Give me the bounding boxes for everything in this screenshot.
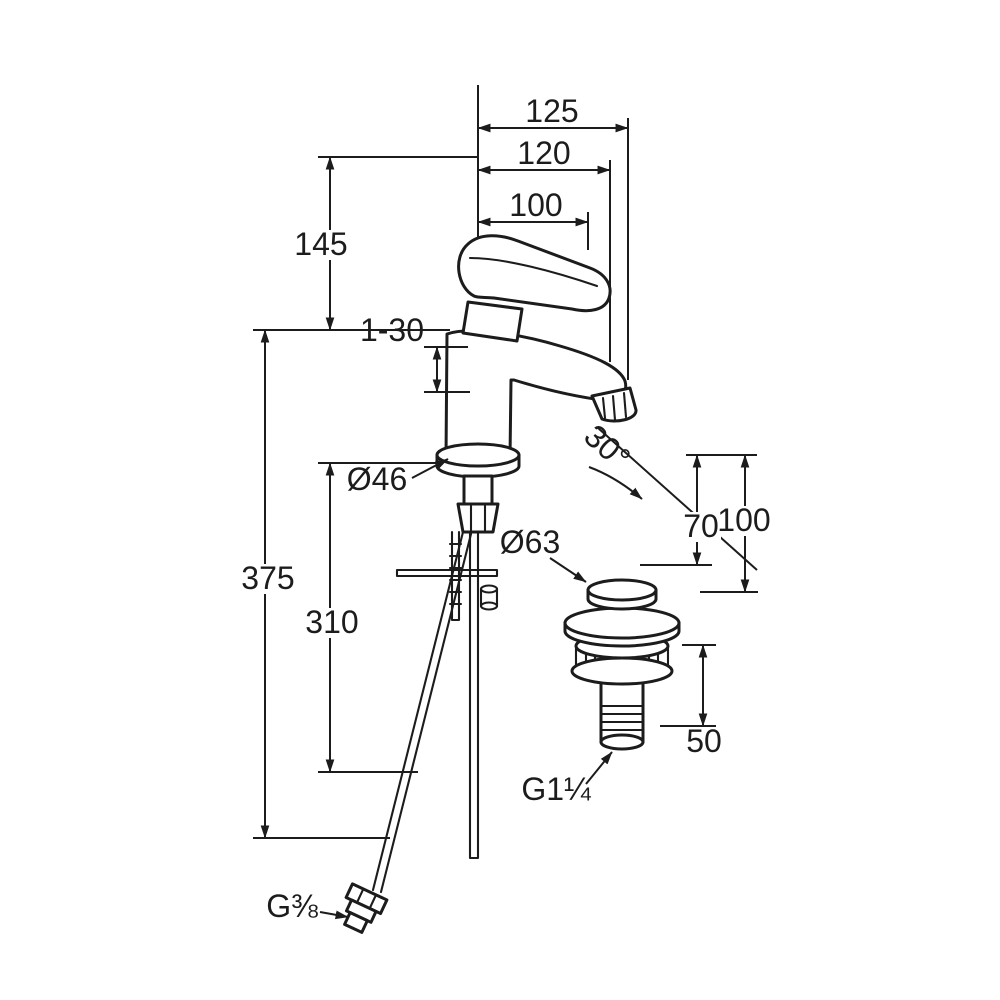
waste-thread-rings [599,704,645,732]
leader-lines [319,458,643,920]
dim-label-120: 120 [517,135,570,171]
dim-label-100-top: 100 [509,187,562,223]
dimension-labels: 125 120 100 145 1-30 Ø46 30° 70 100 375 … [241,93,770,924]
aerator-hatch [601,391,628,422]
escutcheon-top [435,442,521,468]
label-dia-63: Ø63 [500,524,560,560]
waste-lower-flange [570,656,674,686]
shank [462,474,494,508]
hose-fitting-facets [355,887,378,910]
dim-label-100-right: 100 [717,502,770,538]
dim-label-310: 310 [305,604,358,640]
faucet-neck [461,300,524,343]
label-dia-46: Ø46 [347,461,407,497]
label-bg-100r [715,506,773,536]
mounting-nut [456,502,500,534]
bracket-screw-sides [479,587,499,608]
bracket-screw-fill [481,589,497,606]
spout-angle-line [597,427,758,571]
waste-tailpipe-end [599,733,645,751]
dim-label-375: 375 [241,560,294,596]
mounting-bracket [395,568,499,578]
label-angle-30: 30° [577,417,637,476]
label-bg-70 [681,512,721,542]
faucet-handle [457,234,612,313]
label-thread-g114: G1¼ [521,771,592,807]
dim-label-125: 125 [525,93,578,129]
leader-g38 [319,910,349,920]
waste-cap-top [586,578,658,602]
popup-waste-drawing [563,578,681,751]
leader-g114 [585,751,613,785]
supply-hose-vertical [468,530,480,860]
dim-label-1-30: 1-30 [360,312,424,348]
mounting-nut-facets [469,504,487,533]
label-bg-375 [239,564,297,594]
label-bg-310 [303,608,361,638]
leader-angle30 [588,466,643,500]
label-bg-145 [292,230,350,260]
handle-seam-line [468,256,599,288]
supply-hose-diagonal [371,530,473,894]
hose-fitting [343,882,389,934]
bracket-screw-top [479,584,499,594]
label-backgrounds [239,230,773,638]
dim-label-50: 50 [686,723,722,759]
dim-label-145: 145 [294,226,347,262]
leader-dia63 [549,557,587,583]
bracket-screw-bottom [479,601,499,611]
leader-dia46 [411,458,449,479]
label-thread-g38: G⅜ [266,888,318,924]
faucet-drawing [343,234,638,934]
waste-flange-top [563,606,681,640]
dim-label-70: 70 [683,508,719,544]
